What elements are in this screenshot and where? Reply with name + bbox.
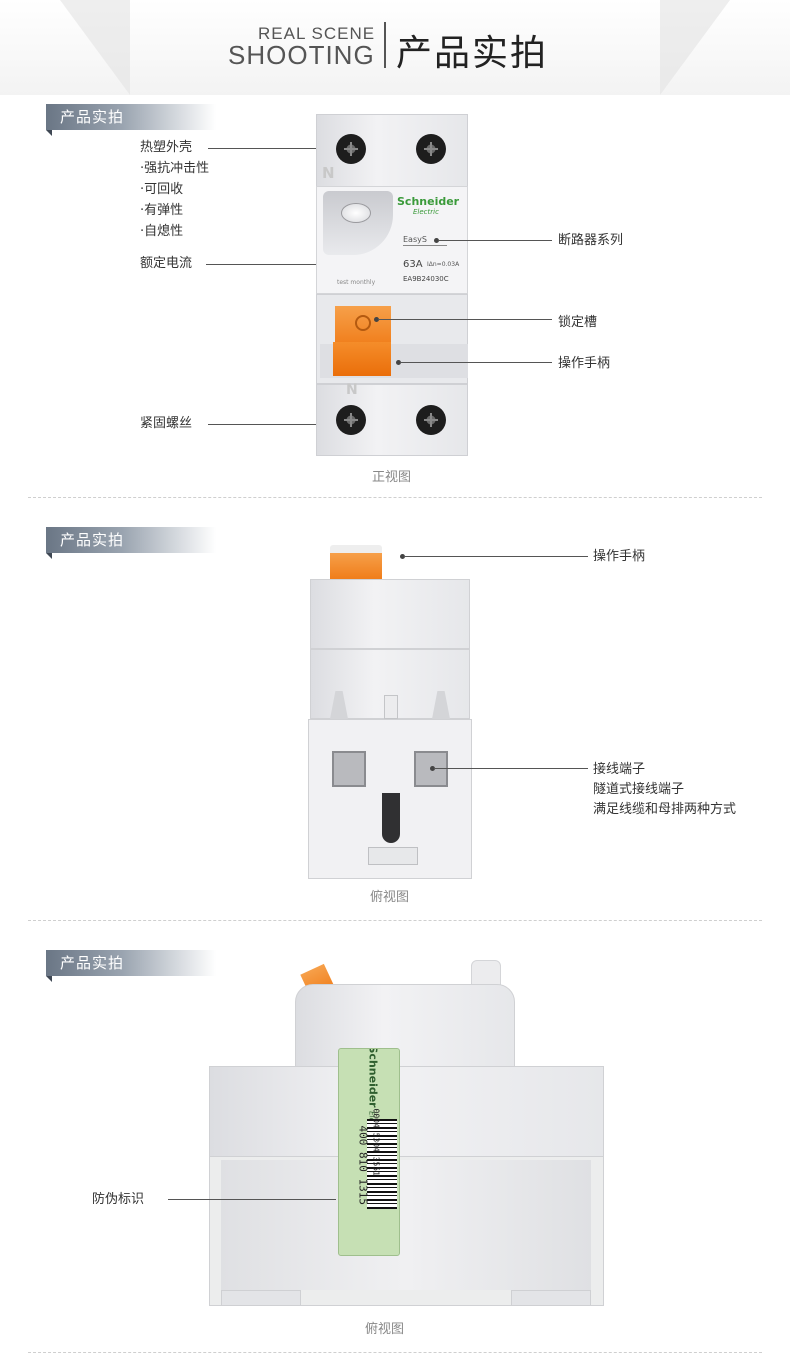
section2-tag: 产品实拍 [46, 527, 216, 559]
barcode-icon [367, 1119, 397, 1209]
callout-line-housing [208, 148, 348, 149]
brand-sub: Electric [413, 208, 439, 216]
dot-handle-top [400, 554, 405, 559]
caption-top-view: 俯视图 [370, 890, 410, 905]
breaker-side-view: Schneider Electric 0004 5304 3551 400 81… [205, 960, 610, 1310]
rating-label: 63A [403, 259, 423, 270]
dot-lock-slot [374, 317, 379, 322]
section3-tag: 产品实拍 [46, 950, 216, 982]
label-n-bottom: N [346, 382, 358, 398]
series-name: EasyS [403, 235, 427, 244]
callout-handle-top: 操作手柄 [593, 549, 646, 564]
callout-fastening-screw: 紧固螺丝 [140, 416, 193, 431]
header-banner: REAL SCENE SHOOTING 产品实拍 [0, 0, 790, 95]
callout-terminal-1: 接线端子 [593, 762, 646, 777]
callout-line-lock-slot [378, 319, 552, 320]
din-clip [368, 847, 418, 865]
callout-line-screw [208, 424, 348, 425]
banner-decoration-right [660, 0, 730, 95]
feature-3: ·有弹性 [140, 203, 184, 218]
banner-decoration-left [60, 0, 130, 95]
screw-top-right-icon [416, 134, 446, 164]
callout-lock-slot: 锁定槽 [558, 315, 598, 330]
callout-line-handle-top [404, 556, 588, 557]
lock-slot-icon [355, 315, 371, 331]
callout-series: 断路器系列 [558, 233, 624, 248]
callout-rated-current: 额定电流 [140, 256, 193, 271]
sticker-phone: 400 810 1315 [356, 1125, 370, 1205]
callout-line-rated-current [206, 264, 420, 265]
model-label: EA9B24030C [403, 275, 449, 283]
panel-recess [323, 191, 393, 255]
clip-right [432, 691, 450, 719]
screw-bottom-left-icon [336, 405, 366, 435]
side-foot-right [511, 1290, 591, 1306]
callout-handle: 操作手柄 [558, 356, 611, 371]
dot-handle [396, 360, 401, 365]
section-divider-1 [28, 497, 762, 498]
screw-bottom-right-icon [416, 405, 446, 435]
brand-logo: Schneider [397, 195, 460, 208]
screw-top-left-icon [336, 134, 366, 164]
sensitivity-label: IΔn=0.03A [427, 261, 460, 268]
caption-side-view: 俯视图 [365, 1322, 405, 1337]
header-en-line2: SHOOTING [228, 40, 375, 70]
callout-line-anti-fake [168, 1199, 336, 1200]
callout-terminal-2: 隧道式接线端子 [593, 782, 685, 797]
handle-orange-top[interactable] [330, 553, 382, 579]
top-body-upper [310, 579, 470, 649]
callout-housing: 热塑外壳 [140, 140, 193, 155]
section-divider-2 [28, 920, 762, 921]
anti-fake-sticker: Schneider Electric 0004 5304 3551 400 81… [338, 1048, 400, 1256]
feature-2: ·可回收 [140, 182, 184, 197]
callout-line-terminal [434, 768, 588, 769]
callout-line-handle [400, 362, 552, 363]
sticker-serial: 0004 5304 3551 [371, 1108, 381, 1176]
section1-tag: 产品实拍 [46, 104, 216, 136]
dot-series [434, 238, 439, 243]
clip-center [384, 695, 398, 719]
dot-terminal [430, 766, 435, 771]
header-separator [384, 22, 386, 68]
side-lower-panel [221, 1160, 591, 1290]
clip-left [330, 691, 348, 719]
feature-1: ·强抗冲击性 [140, 161, 210, 176]
section-divider-3 [28, 1352, 762, 1353]
side-middle-body [209, 1066, 604, 1158]
feature-4: ·自熄性 [140, 224, 184, 239]
callout-anti-fake: 防伪标识 [92, 1192, 145, 1207]
test-button[interactable] [341, 203, 371, 223]
breaker-front-view: N Schneider Electric EasyS 63A IΔn=0.03A… [316, 114, 468, 456]
sticker-brand: Schneider [366, 1048, 380, 1108]
center-slot [382, 793, 400, 843]
series-underline [403, 245, 447, 246]
side-upper-body [295, 984, 515, 1070]
breaker-top-view [308, 545, 472, 880]
terminal-hole-left [332, 751, 366, 787]
header-en-line1: REAL SCENE [258, 24, 376, 43]
header-cn-title: 产品实拍 [396, 33, 549, 74]
front-panel: Schneider Electric EasyS 63A IΔn=0.03A E… [316, 186, 468, 294]
test-monthly-label: test monthly [337, 279, 376, 286]
callout-line-series [438, 240, 552, 241]
caption-front-view: 正视图 [372, 470, 412, 485]
side-foot-left [221, 1290, 301, 1306]
operating-handle[interactable] [333, 342, 391, 376]
label-n-top: N [322, 164, 335, 182]
callout-terminal-3: 满足线缆和母排两种方式 [593, 802, 737, 817]
